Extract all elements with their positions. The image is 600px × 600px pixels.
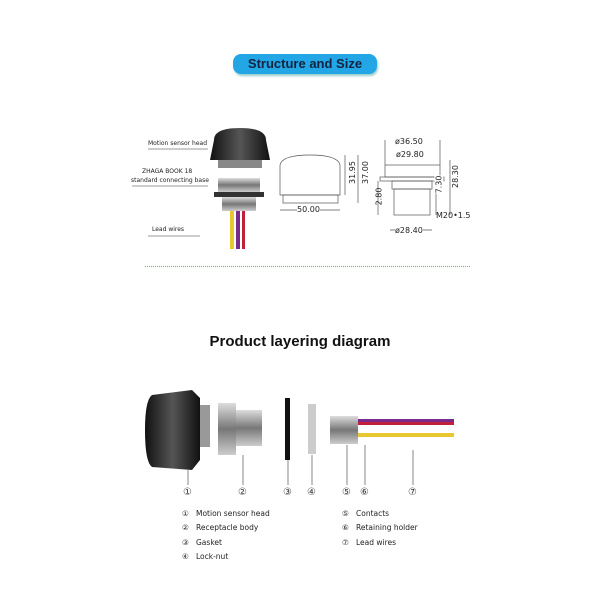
callout-5: ⑤	[342, 487, 351, 498]
label-motion-sensor-head: Motion sensor head	[148, 140, 208, 147]
dim-d3: ø28.40	[395, 226, 423, 235]
legend-label: Gasket	[196, 538, 222, 547]
legend-item: ③ Gasket	[182, 538, 222, 547]
dim-height-inner: 31.95	[347, 161, 357, 184]
dim-thread: M20•1.5	[436, 211, 471, 220]
label-zhaga-1: ZHAGA BOOK 18	[142, 168, 193, 175]
legend-num: ⑤	[342, 509, 349, 518]
label-lead-wires: Lead wires	[152, 226, 185, 233]
dim-height-total: 37.00	[360, 161, 370, 184]
legend-label: Motion sensor head	[196, 509, 270, 518]
callout-6: ⑥	[360, 487, 369, 498]
callout-7: ⑦	[408, 487, 417, 498]
dim-h2: 7.30	[434, 175, 444, 194]
sensor-photo	[210, 128, 270, 249]
legend-item: ⑦ Lead wires	[342, 538, 396, 547]
section-title-structure: Structure and Size	[233, 54, 377, 74]
legend-item: ① Motion sensor head	[182, 509, 270, 518]
legend-num: ③	[182, 538, 189, 547]
leader-lines	[132, 148, 208, 237]
part-locknut	[308, 404, 316, 454]
legend-label: Contacts	[356, 509, 390, 518]
wire-yellow	[358, 433, 454, 437]
callout-1: ①	[183, 487, 192, 498]
dim-h1: 2.80	[374, 187, 384, 206]
dim-d1: ø36.50	[395, 137, 423, 146]
legend-num: ②	[182, 523, 189, 532]
dim-h3: 28.30	[450, 165, 460, 188]
section-divider	[145, 266, 470, 267]
wire-purple	[358, 419, 454, 422]
legend-item: ② Receptacle body	[182, 523, 258, 532]
legend-num: ④	[182, 552, 189, 561]
dim-width: 50.00	[297, 205, 320, 214]
part-receptacle	[218, 403, 236, 455]
legend-num: ⑦	[342, 538, 349, 547]
part-gasket	[285, 398, 290, 460]
legend-num: ⑥	[342, 523, 349, 532]
callout-3: ③	[283, 487, 292, 498]
label-zhaga-2: standard connecting base	[131, 177, 209, 184]
legend-item: ④ Lock-nut	[182, 552, 228, 561]
part-contacts	[330, 416, 358, 444]
legend-label: Lock-nut	[196, 552, 229, 561]
legend-label: Retaining holder	[356, 523, 418, 532]
legend-num: ①	[182, 509, 189, 518]
part-head	[145, 390, 200, 470]
legend-item: ⑤ Contacts	[342, 509, 389, 518]
legend-label: Receptacle body	[196, 523, 259, 532]
callout-4: ④	[307, 487, 316, 498]
legend-label: Lead wires	[356, 538, 397, 547]
wire-red	[358, 422, 454, 425]
exploded-parts	[145, 390, 454, 485]
callout-2: ②	[238, 487, 247, 498]
legend-item: ⑥ Retaining holder	[342, 523, 418, 532]
dim-d2: ø29.80	[396, 150, 424, 159]
side-view-outline	[279, 154, 359, 211]
section-view-outline	[377, 140, 451, 231]
section-title-layering: Product layering diagram	[209, 333, 391, 350]
